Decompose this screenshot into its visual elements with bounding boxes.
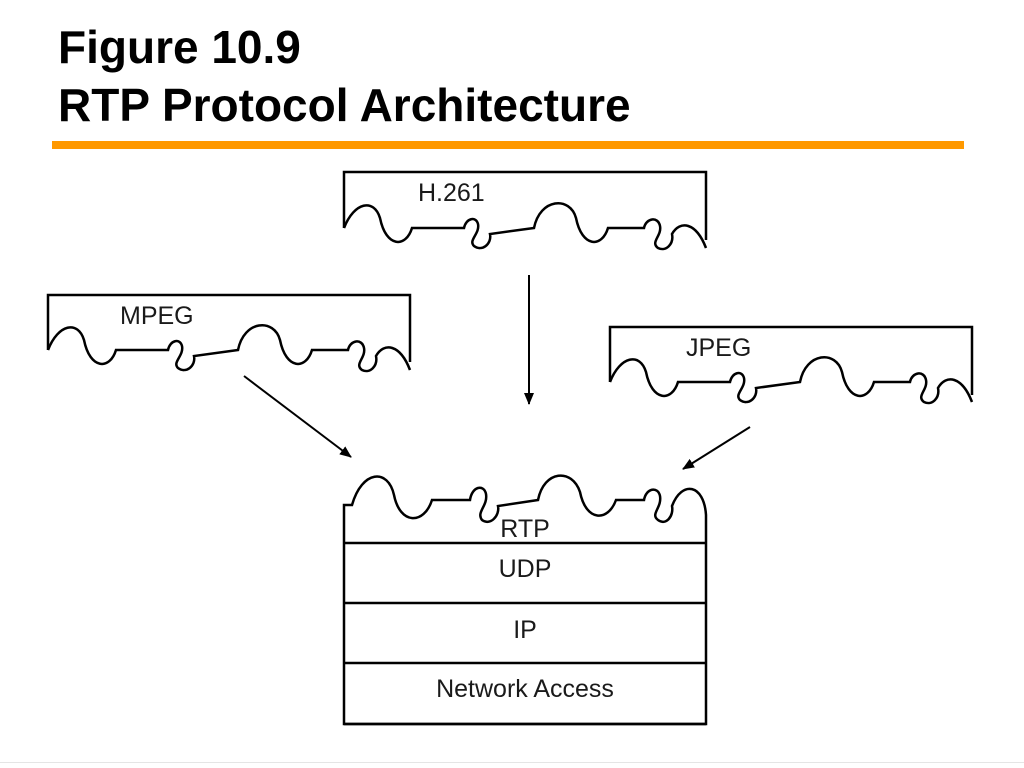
network-access-layer-label: Network Access xyxy=(436,675,614,703)
slide-title: Figure 10.9 RTP Protocol Architecture xyxy=(58,18,631,134)
stack-outline xyxy=(342,474,708,726)
rtp-layer-label: RTP xyxy=(500,515,550,543)
protocol-stack: RTP UDP IP Network Access xyxy=(342,474,708,726)
mpeg-payload-box: MPEG xyxy=(46,293,412,373)
jpeg-to-rtp-arrow xyxy=(682,426,751,470)
mpeg-label: MPEG xyxy=(120,302,194,330)
ip-layer-label: IP xyxy=(513,616,537,644)
title-underline xyxy=(52,141,964,149)
footer-divider xyxy=(0,762,1024,763)
h261-payload-box: H.261 xyxy=(342,170,708,251)
mpeg-wavy-edge xyxy=(46,323,412,373)
jpeg-label: JPEG xyxy=(686,334,751,362)
udp-layer-label: UDP xyxy=(499,555,552,583)
figure-caption: RTP Protocol Architecture xyxy=(58,79,631,131)
mpeg-to-rtp-arrow xyxy=(243,375,352,458)
figure-number: Figure 10.9 xyxy=(58,21,301,73)
jpeg-wavy-edge xyxy=(608,355,974,405)
h261-label: H.261 xyxy=(418,179,485,207)
jpeg-payload-box: JPEG xyxy=(608,325,974,405)
h261-wavy-edge xyxy=(342,201,708,251)
